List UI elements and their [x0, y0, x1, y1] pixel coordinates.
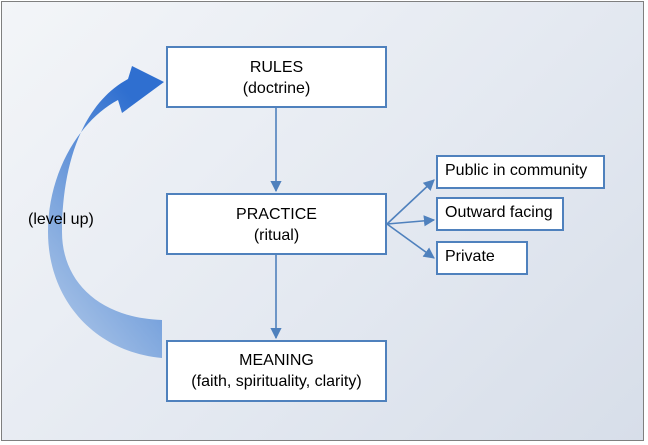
rules-subtitle: (doctrine)	[242, 80, 311, 97]
meaning-title: MEANING	[239, 352, 314, 369]
arrow-practice-to-public	[386, 179, 435, 225]
level-up-curved-arrow	[48, 66, 164, 358]
arrow-practice-to-outward	[386, 215, 436, 227]
meaning-box: MEANING (faith, spirituality, clarity)	[166, 340, 387, 402]
arrow-practice-to-private	[386, 223, 435, 259]
meaning-subtitle: (faith, spirituality, clarity)	[191, 373, 362, 390]
outcome-public-box: Public in community	[436, 155, 605, 189]
practice-subtitle: (ritual)	[253, 227, 300, 244]
outcome-private-box: Private	[436, 241, 528, 275]
rules-box: RULES (doctrine)	[166, 46, 387, 108]
practice-title: PRACTICE	[236, 206, 317, 223]
practice-box: PRACTICE (ritual)	[166, 193, 387, 255]
outcome-outward-box: Outward facing	[436, 197, 564, 231]
level-up-label: (level up)	[28, 211, 94, 228]
rules-title: RULES	[249, 59, 304, 76]
